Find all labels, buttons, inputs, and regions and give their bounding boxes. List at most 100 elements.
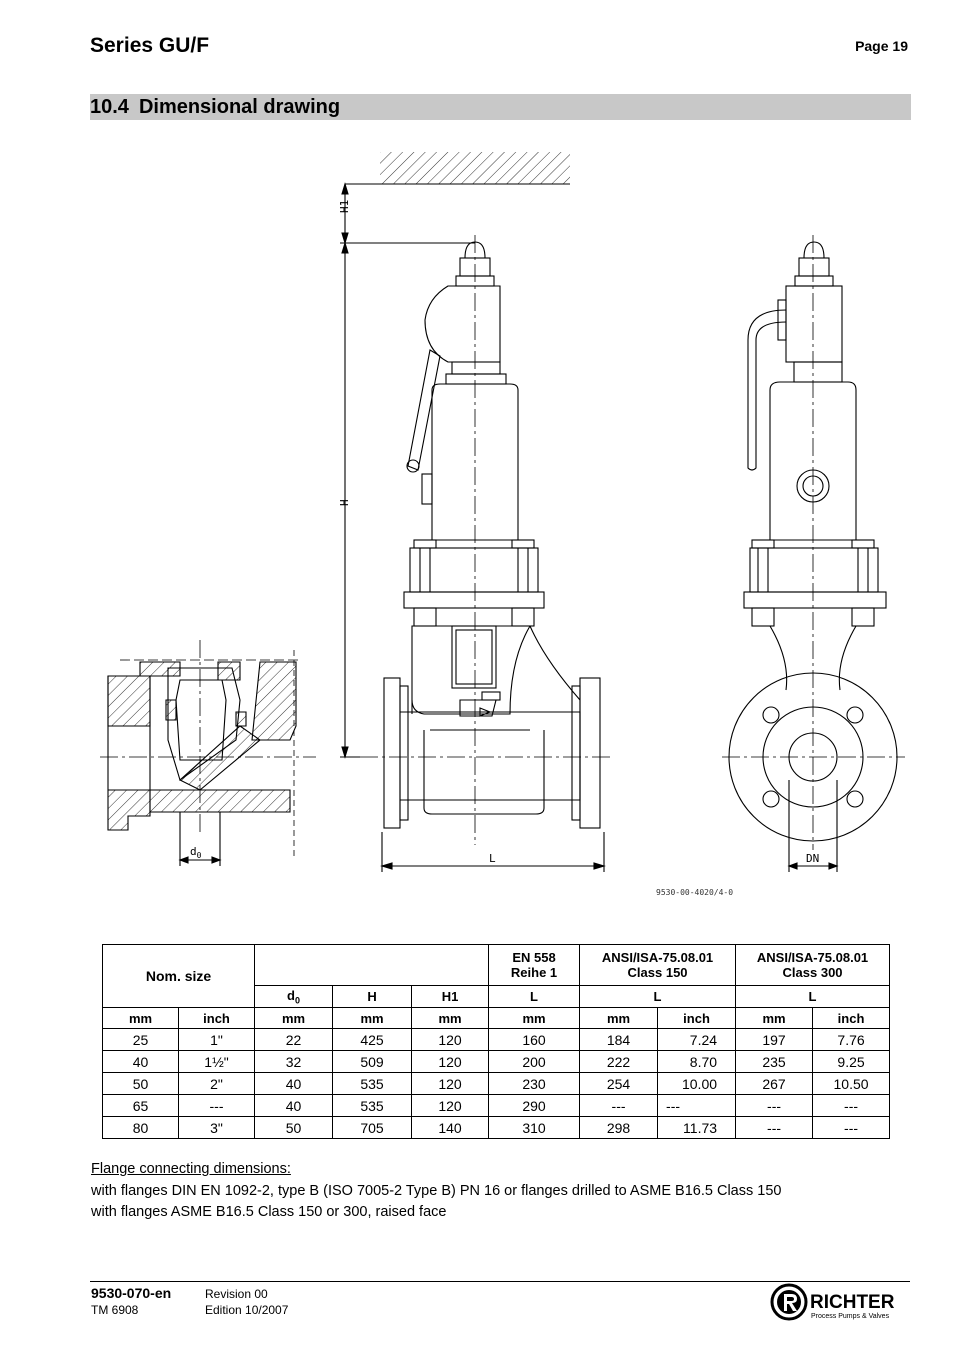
table-cell: 65 bbox=[102, 1094, 179, 1117]
page-number: Page 19 bbox=[855, 38, 908, 54]
unit-cell: mm bbox=[579, 1007, 659, 1029]
blank-header-cell bbox=[254, 944, 490, 986]
flange-line-1: with flanges DIN EN 1092-2, type B (ISO … bbox=[91, 1182, 782, 1199]
unit-cell: mm bbox=[488, 1007, 581, 1029]
table-cell: 7.76 bbox=[812, 1028, 891, 1051]
unit-cell: mm bbox=[254, 1007, 334, 1029]
table-cell: 120 bbox=[411, 1072, 490, 1095]
drawing-reference: 9530-00-4020/4-0 bbox=[656, 888, 734, 897]
dim-label-h: H bbox=[338, 499, 351, 506]
table-cell: --- bbox=[812, 1094, 891, 1117]
table-cell: 10.50 bbox=[812, 1072, 891, 1095]
table-cell: 50 bbox=[254, 1116, 334, 1139]
table-cell: 184 bbox=[579, 1028, 659, 1051]
table-cell: 310 bbox=[488, 1116, 581, 1139]
table-cell: 40 bbox=[102, 1050, 179, 1073]
table-cell: 32 bbox=[254, 1050, 334, 1073]
table-cell: --- bbox=[579, 1094, 659, 1117]
table-cell: 80 bbox=[102, 1116, 179, 1139]
table-cell: 705 bbox=[332, 1116, 413, 1139]
table-cell: 2" bbox=[177, 1072, 256, 1095]
unit-cell: mm bbox=[735, 1007, 814, 1029]
table-cell: 267 bbox=[735, 1072, 814, 1095]
table-cell: 8.70 bbox=[657, 1050, 737, 1073]
symbol-l-ansi150: L bbox=[579, 985, 737, 1008]
flange-title: Flange connecting dimensions: bbox=[91, 1161, 291, 1177]
section-title: Dimensional drawing bbox=[138, 96, 341, 118]
logo-tagline: Process Pumps & Valves bbox=[811, 1313, 890, 1320]
table-cell: 290 bbox=[488, 1094, 581, 1117]
revision: Revision 00 bbox=[205, 1287, 268, 1301]
document-id: 9530-070-en bbox=[91, 1285, 172, 1301]
flange-notes: Flange connecting dimensions: with flang… bbox=[91, 1159, 781, 1224]
section-number: 10.4 bbox=[90, 96, 129, 118]
table-cell: 10.00 bbox=[657, 1072, 737, 1095]
table-cell: 120 bbox=[411, 1094, 490, 1117]
symbol-l-en: L bbox=[488, 985, 581, 1008]
table-cell: 1½" bbox=[177, 1050, 256, 1073]
table-cell: 7.24 bbox=[657, 1028, 737, 1051]
unit-cell: inch bbox=[657, 1007, 737, 1029]
table-cell: 535 bbox=[332, 1094, 413, 1117]
table-cell: 50 bbox=[102, 1072, 179, 1095]
table-cell: 230 bbox=[488, 1072, 581, 1095]
table-cell: --- bbox=[812, 1116, 891, 1139]
table-cell: 254 bbox=[579, 1072, 659, 1095]
unit-cell: mm bbox=[411, 1007, 490, 1029]
table-cell: --- bbox=[177, 1094, 256, 1117]
tm-number: TM 6908 bbox=[91, 1303, 139, 1317]
table-cell: 509 bbox=[332, 1050, 413, 1073]
table-cell: 222 bbox=[579, 1050, 659, 1073]
symbol-h: H bbox=[332, 985, 413, 1008]
dim-label-l: L bbox=[489, 852, 496, 865]
table-cell: 200 bbox=[488, 1050, 581, 1073]
unit-cell: inch bbox=[812, 1007, 891, 1029]
table-cell: 160 bbox=[488, 1028, 581, 1051]
richter-r-logo-icon bbox=[770, 1283, 808, 1321]
unit-cell: mm bbox=[102, 1007, 179, 1029]
table-cell: 1" bbox=[177, 1028, 256, 1051]
table-cell: 235 bbox=[735, 1050, 814, 1073]
section-heading: 10.4 Dimensional drawing bbox=[90, 94, 911, 120]
logo-wordmark: RICHTER bbox=[810, 1292, 895, 1313]
table-cell: 22 bbox=[254, 1028, 334, 1051]
footer-divider bbox=[90, 1281, 910, 1282]
table-cell: 298 bbox=[579, 1116, 659, 1139]
richter-logo: RICHTER Process Pumps & Valves bbox=[770, 1283, 895, 1321]
unit-cell: mm bbox=[332, 1007, 413, 1029]
table-cell: --- bbox=[735, 1094, 814, 1117]
flange-line-2: with flanges ASME B16.5 Class 150 or 300… bbox=[91, 1204, 447, 1220]
table-cell: 40 bbox=[254, 1094, 334, 1117]
dimensional-drawing: H1 H L DN d0 bbox=[100, 152, 905, 872]
series-title: Series GU/F bbox=[90, 34, 210, 57]
unit-cell: inch bbox=[177, 1007, 256, 1029]
dim-label-h1: H1 bbox=[338, 200, 351, 213]
table-cell: 3" bbox=[177, 1116, 256, 1139]
table-cell: 425 bbox=[332, 1028, 413, 1051]
table-cell: 11.73 bbox=[657, 1116, 737, 1139]
symbol-l-ansi300: L bbox=[735, 985, 891, 1008]
dim-label-dn: DN bbox=[806, 852, 819, 865]
dim-label-d0: d0 bbox=[190, 845, 202, 860]
table-cell: 120 bbox=[411, 1050, 490, 1073]
table-cell: 25 bbox=[102, 1028, 179, 1051]
table-cell: 40 bbox=[254, 1072, 334, 1095]
table-cell: 9.25 bbox=[812, 1050, 891, 1073]
symbol-h1: H1 bbox=[411, 985, 490, 1008]
nom-size-header: Nom. size bbox=[101, 944, 256, 1008]
edition: Edition 10/2007 bbox=[205, 1303, 289, 1317]
symbol-d0: d0 bbox=[254, 985, 334, 1008]
table-cell: 120 bbox=[411, 1028, 490, 1051]
table-cell: --- bbox=[657, 1094, 737, 1117]
table-cell: --- bbox=[735, 1116, 814, 1139]
table-cell: 535 bbox=[332, 1072, 413, 1095]
